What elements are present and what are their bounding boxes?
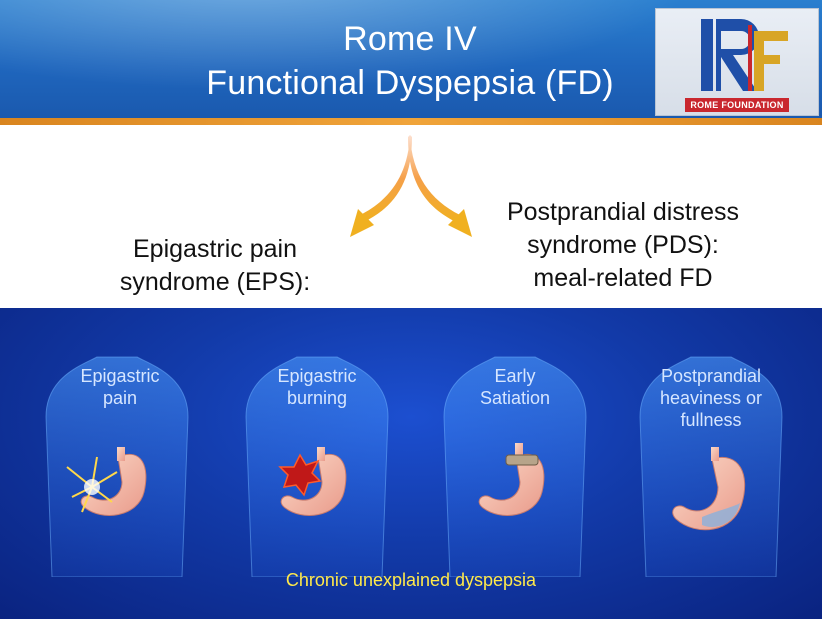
symptom-3-line1: Early xyxy=(494,366,536,386)
rome-foundation-logo: ROME FOUNDATION xyxy=(655,8,819,116)
symptom-3-line2: Satiation xyxy=(479,388,551,408)
slide-title-line2: Functional Dyspepsia (FD) xyxy=(206,64,614,102)
torso-early-satiation xyxy=(443,356,587,577)
symptom-1-line2: pain xyxy=(102,388,138,408)
logo-label: ROME FOUNDATION xyxy=(685,98,789,112)
pds-label-line2: syndrome (PDS): xyxy=(527,231,719,259)
eps-label-line2: syndrome (EPS): xyxy=(119,268,311,296)
pain-spark-icon xyxy=(66,456,118,513)
symptom-4-line3: fullness xyxy=(680,410,742,430)
pds-label-line1: Postprandial distress xyxy=(506,198,740,226)
symptom-4-line1: Postprandial xyxy=(660,366,762,386)
symptom-label-4: Postprandial heaviness or fullness xyxy=(626,365,796,431)
eps-label: Epigastric pain syndrome (EPS): xyxy=(95,233,335,299)
header-accent-stripe xyxy=(0,118,822,125)
symptom-2-line1: Epigastric xyxy=(277,366,357,386)
symptom-label-2: Epigastric burning xyxy=(232,365,402,409)
gastric-band-icon xyxy=(505,454,539,466)
torso-postprandial-fullness xyxy=(639,356,783,577)
torso-epigastric-burning xyxy=(245,356,389,577)
symptom-4-line2: heaviness or xyxy=(659,388,763,408)
symptom-2-line2: burning xyxy=(286,388,348,408)
torso-epigastric-pain xyxy=(45,356,189,577)
pds-label-line3: meal-related FD xyxy=(533,264,713,292)
burning-spot-icon xyxy=(278,453,322,497)
eps-label-line1: Epigastric pain xyxy=(133,235,297,263)
pds-label: Postprandial distress syndrome (PDS): me… xyxy=(478,196,768,295)
slide-title-line1: Rome IV xyxy=(343,20,477,58)
branch-arrows-icon xyxy=(350,135,472,237)
rf-monogram-icon xyxy=(701,19,788,91)
symptom-label-3: Early Satiation xyxy=(430,365,600,409)
symptom-1-line1: Epigastric xyxy=(80,366,160,386)
footer-caption: Chronic unexplained dyspepsia xyxy=(285,570,537,590)
stomach-content-icon xyxy=(702,503,740,527)
symptom-label-1: Epigastric pain xyxy=(35,365,205,409)
